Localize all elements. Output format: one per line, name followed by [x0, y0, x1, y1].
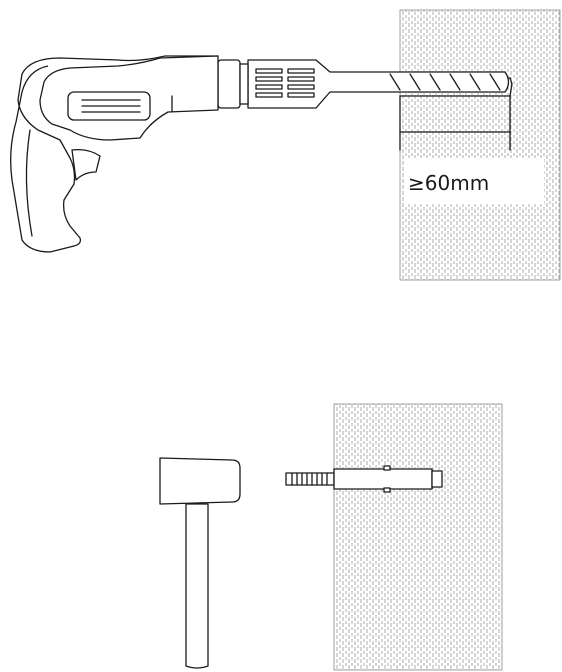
step-anchoring	[159, 403, 503, 671]
hammer-icon	[159, 457, 241, 669]
wall-bottom	[333, 403, 503, 671]
wall-top	[399, 9, 561, 281]
drill-bit-icon	[247, 59, 510, 109]
step-drilling: ≥60mm	[10, 9, 561, 281]
depth-dimension: ≥60mm	[399, 95, 544, 204]
depth-label: ≥60mm	[408, 171, 489, 195]
drill-icon	[10, 55, 249, 253]
anchor-bolt-icon	[285, 465, 443, 493]
